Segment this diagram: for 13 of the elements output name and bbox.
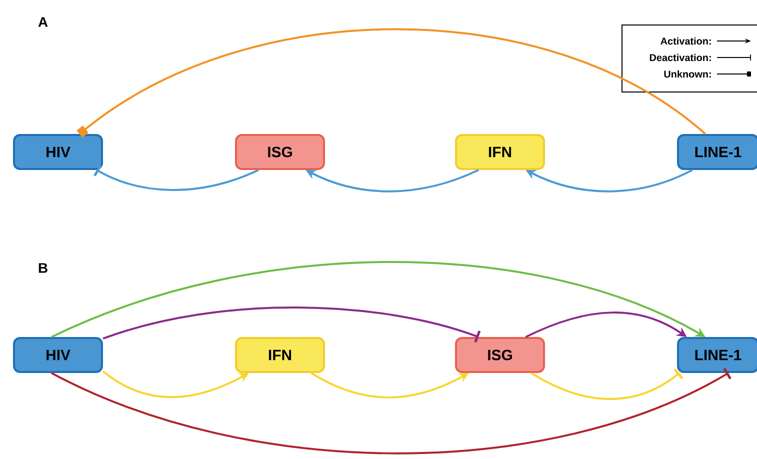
legend-label: Deactivation: [650,54,711,62]
gene-box: HIV [13,337,103,373]
panel-letter: B [38,263,48,273]
panel-letter: A [38,17,48,27]
gene-box: HIV [13,134,103,170]
gene-box: ISG [235,134,325,170]
legend-label: Activation: [660,37,711,45]
gene-box: ISG [455,337,545,373]
legend-label: Unknown: [664,70,711,78]
gene-box: IFN [455,134,545,170]
gene-box: IFN [235,337,325,373]
gene-box: LINE-1 [677,337,757,373]
gene-box: LINE-1 [677,134,757,170]
